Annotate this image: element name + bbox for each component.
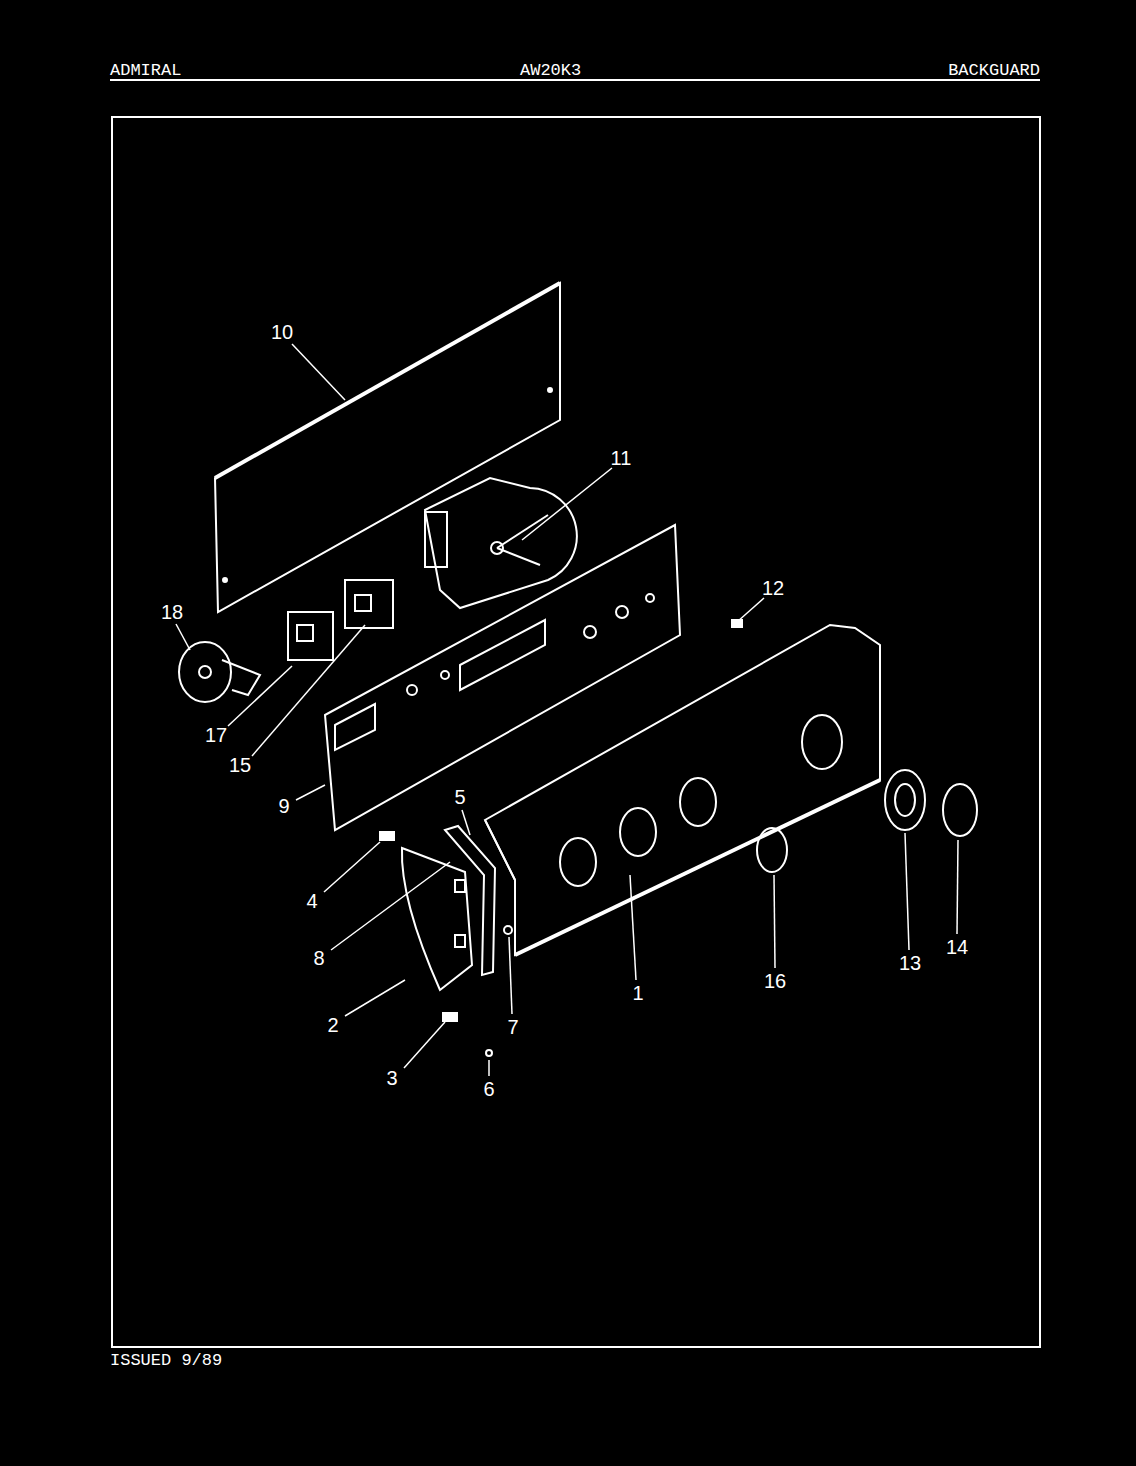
switch-knob bbox=[179, 642, 231, 702]
callout-number: 14 bbox=[946, 937, 968, 957]
switch bbox=[345, 580, 393, 628]
timer bbox=[425, 478, 577, 608]
header-text: AW20K3 bbox=[520, 62, 581, 79]
callout-number: 18 bbox=[161, 602, 183, 622]
knob bbox=[757, 828, 787, 872]
header-text: ADMIRAL bbox=[110, 62, 181, 79]
knob bbox=[885, 770, 925, 830]
callout-number: 16 bbox=[764, 971, 786, 991]
trim-strip bbox=[445, 826, 495, 975]
control-panel bbox=[325, 525, 680, 830]
callout-number: 1 bbox=[632, 983, 643, 1003]
callout-number: 15 bbox=[229, 755, 251, 775]
knob bbox=[943, 784, 977, 836]
callout-number: 10 bbox=[271, 322, 293, 342]
callout-number: 7 bbox=[507, 1017, 518, 1037]
switch bbox=[288, 612, 333, 660]
callout-number: 17 bbox=[205, 725, 227, 745]
callout-number: 13 bbox=[899, 953, 921, 973]
rear-panel bbox=[215, 283, 560, 612]
callout-number: 8 bbox=[313, 948, 324, 968]
end-cap bbox=[402, 848, 472, 990]
header-rule bbox=[110, 79, 1040, 81]
callout-number: 5 bbox=[454, 787, 465, 807]
callout-number: 9 bbox=[278, 796, 289, 816]
callout-number: 6 bbox=[483, 1079, 494, 1099]
callout-number: 3 bbox=[386, 1068, 397, 1088]
header-text: ISSUED 9/89 bbox=[110, 1352, 222, 1369]
callout-number: 2 bbox=[327, 1015, 338, 1035]
header-text: BACKGUARD bbox=[948, 62, 1040, 79]
leader-lines bbox=[176, 344, 958, 1076]
frame bbox=[112, 117, 1040, 1347]
callout-number: 4 bbox=[306, 891, 317, 911]
callout-number: 12 bbox=[762, 578, 784, 598]
console bbox=[485, 625, 880, 955]
callout-number: 11 bbox=[611, 448, 632, 468]
